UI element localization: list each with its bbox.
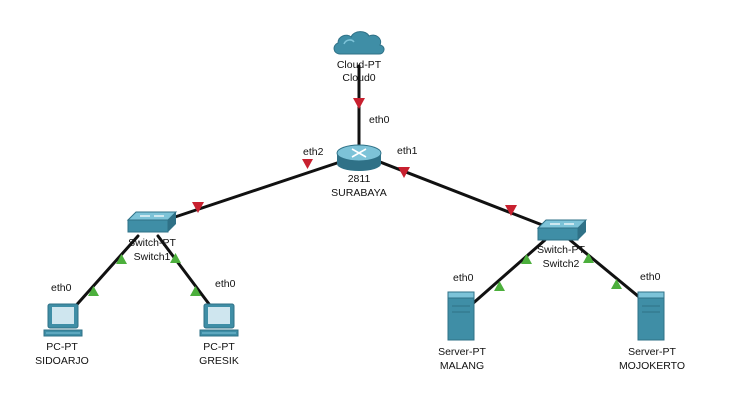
link-switch2-server1[interactable] bbox=[460, 238, 547, 315]
device-model-label: PC-PT bbox=[203, 341, 235, 353]
pc-icon bbox=[43, 303, 83, 337]
link-up-marker bbox=[190, 286, 201, 296]
device-model-label: Switch-PT bbox=[537, 244, 585, 256]
pc-gresik-node[interactable]: PC-PT GRESIK bbox=[199, 303, 239, 367]
link-up-marker bbox=[88, 286, 99, 296]
link-up-marker bbox=[116, 254, 127, 264]
switch-icon bbox=[536, 219, 588, 241]
device-name-label: SIDOARJO bbox=[35, 355, 89, 367]
link-down-marker bbox=[398, 167, 410, 178]
device-model-label: Cloud-PT bbox=[337, 59, 382, 71]
links bbox=[70, 64, 652, 315]
server-malang-node[interactable]: Server-PT MALANG bbox=[438, 291, 487, 372]
link-switch1-pc1[interactable] bbox=[70, 234, 140, 312]
link-up-marker bbox=[494, 281, 505, 291]
device-name-label: Switch2 bbox=[543, 258, 580, 270]
cloud-icon bbox=[333, 31, 385, 55]
pc-icon bbox=[199, 303, 239, 337]
switch-icon bbox=[126, 211, 178, 233]
iface-label-router-switch2: eth1 bbox=[397, 145, 418, 157]
iface-label-server2: eth0 bbox=[640, 271, 661, 283]
iface-label-pc1: eth0 bbox=[51, 282, 72, 294]
device-model-label: PC-PT bbox=[46, 341, 78, 353]
iface-label-router-switch1: eth2 bbox=[303, 146, 324, 158]
link-up-marker bbox=[170, 253, 181, 263]
pc-sidoarjo-node[interactable]: PC-PT SIDOARJO bbox=[35, 303, 89, 367]
device-model-label: Server-PT bbox=[438, 346, 486, 358]
link-down-marker bbox=[505, 205, 517, 216]
iface-label-server1: eth0 bbox=[453, 272, 474, 284]
link-up-marker bbox=[611, 279, 622, 289]
switch1-node[interactable]: Switch-PT Switch1 bbox=[126, 211, 178, 263]
cloud-node[interactable]: Cloud-PT Cloud0 bbox=[333, 31, 385, 84]
link-up-marker bbox=[583, 253, 594, 263]
server-mojokerto-node[interactable]: Server-PT MOJOKERTO bbox=[619, 291, 685, 372]
device-name-label: GRESIK bbox=[199, 355, 239, 367]
iface-label-pc2: eth0 bbox=[215, 278, 236, 290]
device-name-label: Switch1 bbox=[134, 251, 171, 263]
link-down-marker bbox=[302, 159, 313, 169]
device-name-label: SURABAYA bbox=[331, 187, 387, 199]
device-name-label: MOJOKERTO bbox=[619, 360, 685, 372]
device-name-label: MALANG bbox=[440, 360, 484, 372]
link-down-marker bbox=[192, 202, 204, 213]
interface-labels: eth0 eth2 eth1 eth0 eth0 eth0 eth0 bbox=[51, 114, 661, 294]
device-model-label: 2811 bbox=[348, 173, 371, 185]
iface-label-cloud-router: eth0 bbox=[369, 114, 390, 126]
link-status-markers bbox=[88, 98, 622, 296]
link-up-marker bbox=[521, 254, 532, 264]
device-model-label: Server-PT bbox=[628, 346, 676, 358]
switch2-node[interactable]: Switch-PT Switch2 bbox=[536, 219, 588, 270]
link-switch2-server2[interactable] bbox=[568, 238, 652, 308]
device-name-label: Cloud0 bbox=[342, 72, 375, 84]
server-icon bbox=[637, 291, 665, 341]
link-router-switch2[interactable] bbox=[378, 160, 552, 230]
link-switch1-pc2[interactable] bbox=[156, 234, 214, 310]
server-icon bbox=[447, 291, 475, 341]
link-down-marker bbox=[353, 98, 365, 109]
router-node[interactable]: 2811 SURABAYA bbox=[331, 144, 387, 199]
router-icon bbox=[336, 144, 382, 171]
device-model-label: Switch-PT bbox=[128, 237, 176, 249]
